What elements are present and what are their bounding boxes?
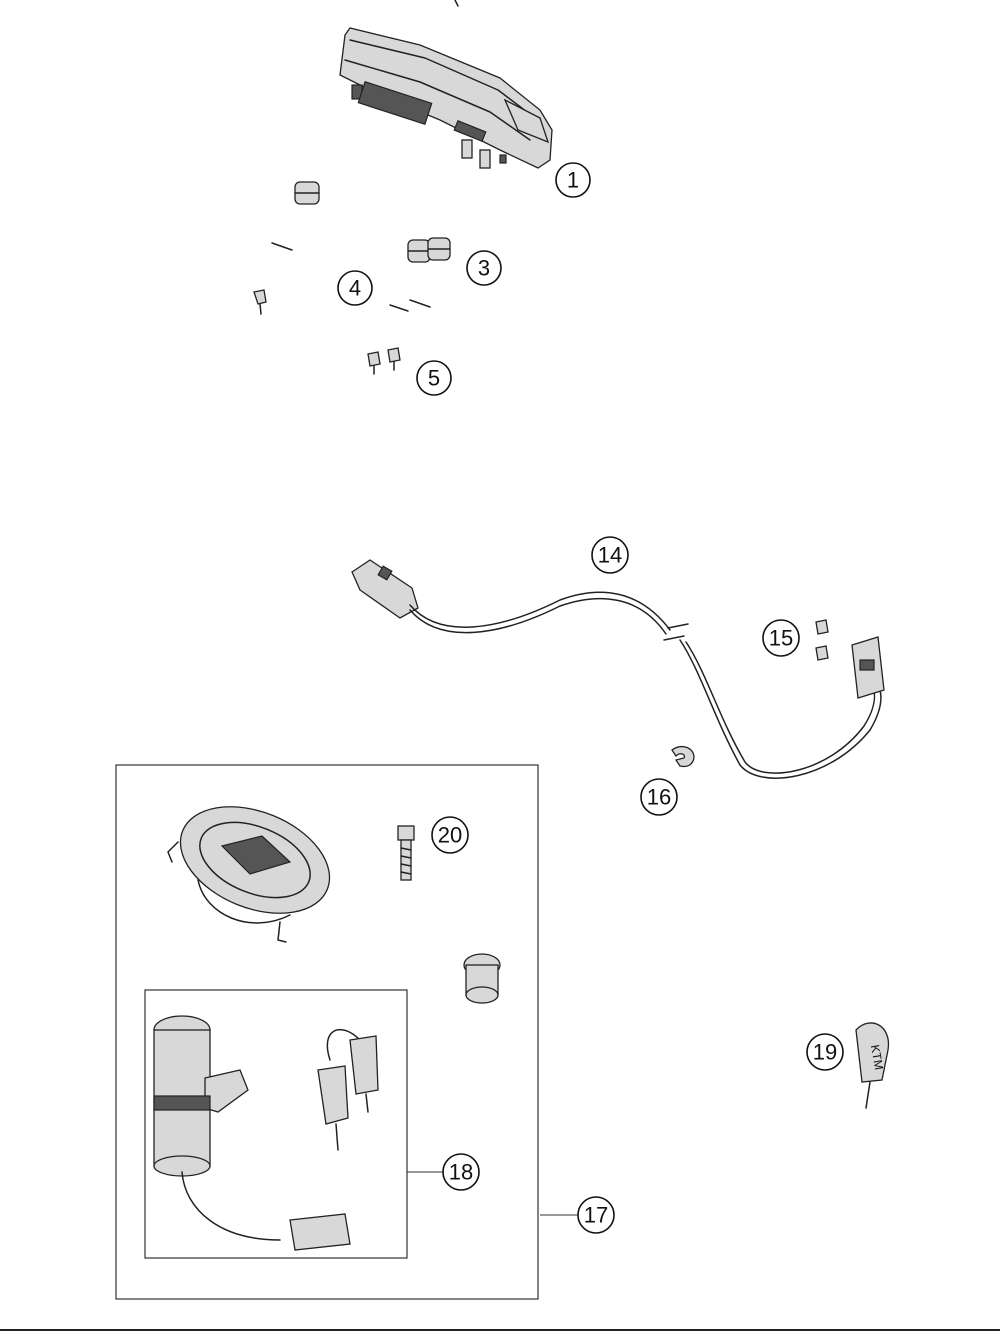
svg-text:19: 19 <box>813 1040 837 1065</box>
subkit-frame <box>144 989 408 1259</box>
callout-15: 15 <box>762 619 800 657</box>
callout-5: 5 <box>416 360 452 396</box>
fuel-cap <box>167 806 331 943</box>
svg-text:4: 4 <box>349 276 361 301</box>
svg-text:18: 18 <box>449 1160 473 1185</box>
ignition-keys <box>317 1029 379 1151</box>
svg-text:14: 14 <box>598 543 622 568</box>
svg-text:17: 17 <box>584 1203 608 1228</box>
bolt <box>397 825 415 881</box>
svg-text:20: 20 <box>438 823 462 848</box>
sensor-bracket <box>815 619 885 699</box>
instrument-cluster <box>339 27 553 169</box>
wiring-harness <box>351 559 882 779</box>
svg-text:15: 15 <box>769 626 793 651</box>
rubber-grommets <box>294 181 451 263</box>
callout-1: 1 <box>555 162 591 198</box>
callout-17: 17 <box>577 1196 615 1234</box>
callout-18: 18 <box>442 1153 480 1191</box>
cable-clamp <box>671 745 695 768</box>
svg-text:1: 1 <box>567 168 579 193</box>
top-edge-mark <box>454 0 459 7</box>
retaining-pins <box>253 242 431 315</box>
kit-frame <box>115 764 539 1300</box>
callout-16: 16 <box>640 778 678 816</box>
screws <box>367 347 401 375</box>
svg-text:3: 3 <box>478 256 490 281</box>
callout-14: 14 <box>591 536 629 574</box>
callout-4: 4 <box>337 270 373 306</box>
ignition-switch <box>153 1015 351 1251</box>
spare-key: KTM <box>855 1022 890 1109</box>
callout-3: 3 <box>466 250 502 286</box>
callout-20: 20 <box>431 816 469 854</box>
svg-text:16: 16 <box>647 785 671 810</box>
lock-cylinder <box>463 953 501 1004</box>
svg-text:5: 5 <box>428 366 440 391</box>
key-logo-text: KTM <box>868 1044 886 1071</box>
callout-19: 19 <box>806 1033 844 1071</box>
